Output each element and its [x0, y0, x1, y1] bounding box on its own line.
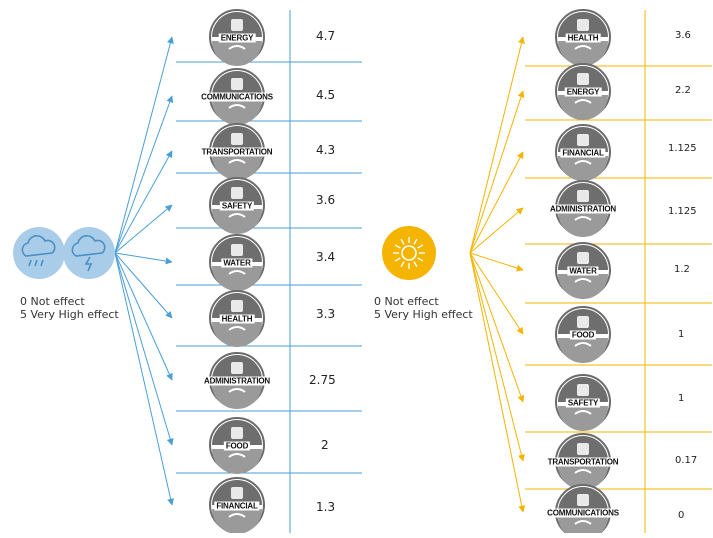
left-sector-value: 3.4	[316, 250, 336, 264]
left-sector-label: SAFETY	[219, 201, 255, 211]
right-sector-label: ENERGY	[564, 87, 602, 97]
right-legend-line2: 5 Very High effect	[374, 308, 473, 321]
right-legend-line1: 0 Not effect	[374, 295, 439, 308]
storm-cloud-icon	[63, 227, 115, 279]
left-sector-value: 3.6	[316, 193, 336, 207]
right-panel	[469, 9, 712, 538]
right-arrow	[469, 151, 524, 254]
left-legend-line1: 0 Not effect	[20, 295, 85, 308]
left-sector-label: HEALTH	[219, 314, 255, 324]
left-arrow	[114, 252, 173, 381]
left-sector-value: 3.3	[316, 307, 336, 321]
left-arrow	[114, 252, 174, 446]
right-sector-value: 2.2	[675, 85, 691, 96]
right-arrow	[469, 252, 526, 513]
left-arrow	[114, 252, 173, 265]
left-sector-label: ADMINISTRATION	[202, 376, 272, 386]
left-arrow	[114, 252, 173, 319]
right-sector-label: ADMINISTRATION	[548, 204, 618, 214]
left-arrow	[114, 252, 175, 506]
right-sector-label: FINANCIAL	[560, 148, 606, 158]
financial-chart-icon	[209, 477, 265, 534]
right-sector-value: 1.125	[668, 143, 697, 154]
left-sector-value: 4.5	[316, 88, 336, 102]
left-arrow	[114, 95, 174, 254]
financial-chart-icon	[555, 124, 611, 181]
left-sector-value: 2.75	[309, 373, 336, 387]
left-legend-line2: 5 Very High effect	[20, 308, 119, 321]
right-arrow	[469, 207, 524, 254]
left-arrow	[114, 36, 174, 254]
right-sector-value: 1.2	[674, 264, 690, 275]
right-sector-label: FOOD	[569, 330, 597, 340]
right-arrow	[469, 90, 525, 254]
left-sector-label: COMMUNICATIONS	[199, 92, 275, 102]
left-legend: 0 Not effect 5 Very High effect	[20, 295, 119, 321]
right-sector-value: 1	[678, 393, 685, 404]
right-sector-label: SAFETY	[565, 398, 601, 408]
right-sector-label: TRANSPORTATION	[545, 457, 621, 467]
left-panel	[114, 9, 362, 534]
right-arrow	[469, 252, 524, 335]
rain-cloud-icon	[13, 227, 65, 279]
right-sector-label: COMMUNICATIONS	[545, 508, 621, 518]
left-sector-value: 2	[321, 438, 329, 452]
right-arrow	[469, 252, 524, 272]
right-legend: 0 Not effect 5 Very High effect	[374, 295, 473, 321]
sun-icon	[382, 226, 436, 280]
right-sector-label: WATER	[567, 266, 599, 276]
right-arrow	[469, 36, 525, 254]
left-arrow	[114, 150, 173, 254]
left-sector-value: 4.7	[316, 29, 336, 43]
left-sector-value: 4.3	[316, 143, 336, 157]
left-hazard-icons	[13, 227, 115, 279]
left-arrow	[114, 204, 173, 254]
left-sector-value: 1.3	[316, 500, 336, 514]
energy-tower-icon	[555, 63, 611, 120]
right-sector-value: 0.17	[675, 455, 698, 466]
right-sector-value: 1.125	[668, 206, 697, 217]
left-sector-label: FINANCIAL	[214, 501, 260, 511]
left-sector-label: TRANSPORTATION	[199, 147, 275, 157]
right-sector-value: 1	[678, 329, 685, 340]
left-sector-label: FOOD	[223, 441, 251, 451]
right-sector-value: 3.6	[675, 30, 691, 41]
left-sector-label: ENERGY	[218, 33, 256, 43]
right-arrow	[469, 252, 525, 462]
right-arrow	[469, 252, 525, 403]
right-sector-label: HEALTH	[565, 33, 601, 43]
left-sector-label: WATER	[221, 258, 253, 268]
right-sector-value: 0	[678, 510, 685, 521]
